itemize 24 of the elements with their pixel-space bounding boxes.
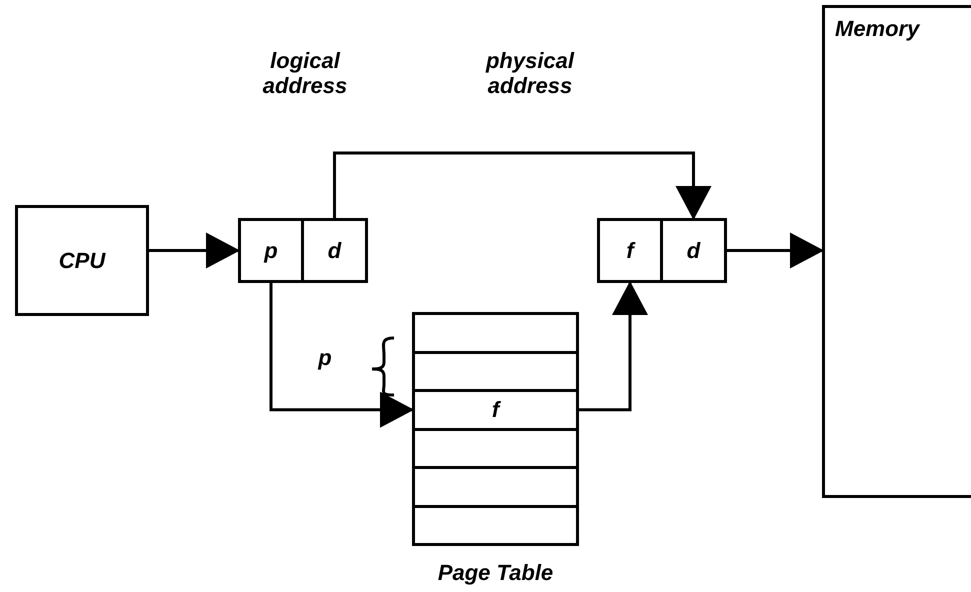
node-label: d [328, 238, 342, 264]
node-label: d [686, 238, 700, 264]
arrow [333, 152, 712, 220]
node-label: Memory [835, 16, 920, 42]
address-label: logical address [262, 48, 348, 99]
table-caption: Page Table [438, 560, 554, 586]
table-row [412, 389, 579, 430]
address-cell [660, 218, 727, 283]
arrow [270, 283, 414, 428]
arrow [149, 232, 240, 268]
address-cell [597, 218, 663, 283]
node-label: p [264, 238, 278, 264]
arrow [579, 281, 648, 412]
node-label: CPU [58, 248, 106, 274]
address-cell [301, 218, 368, 283]
address-cell [238, 218, 304, 283]
node-label: f [492, 396, 500, 423]
table-row [412, 466, 579, 508]
address-label: physical address [484, 48, 576, 99]
arrow [727, 232, 824, 268]
cpu-box [15, 205, 149, 316]
node-label: f [626, 238, 634, 264]
table-row [412, 312, 579, 354]
index-label: p [316, 345, 333, 370]
